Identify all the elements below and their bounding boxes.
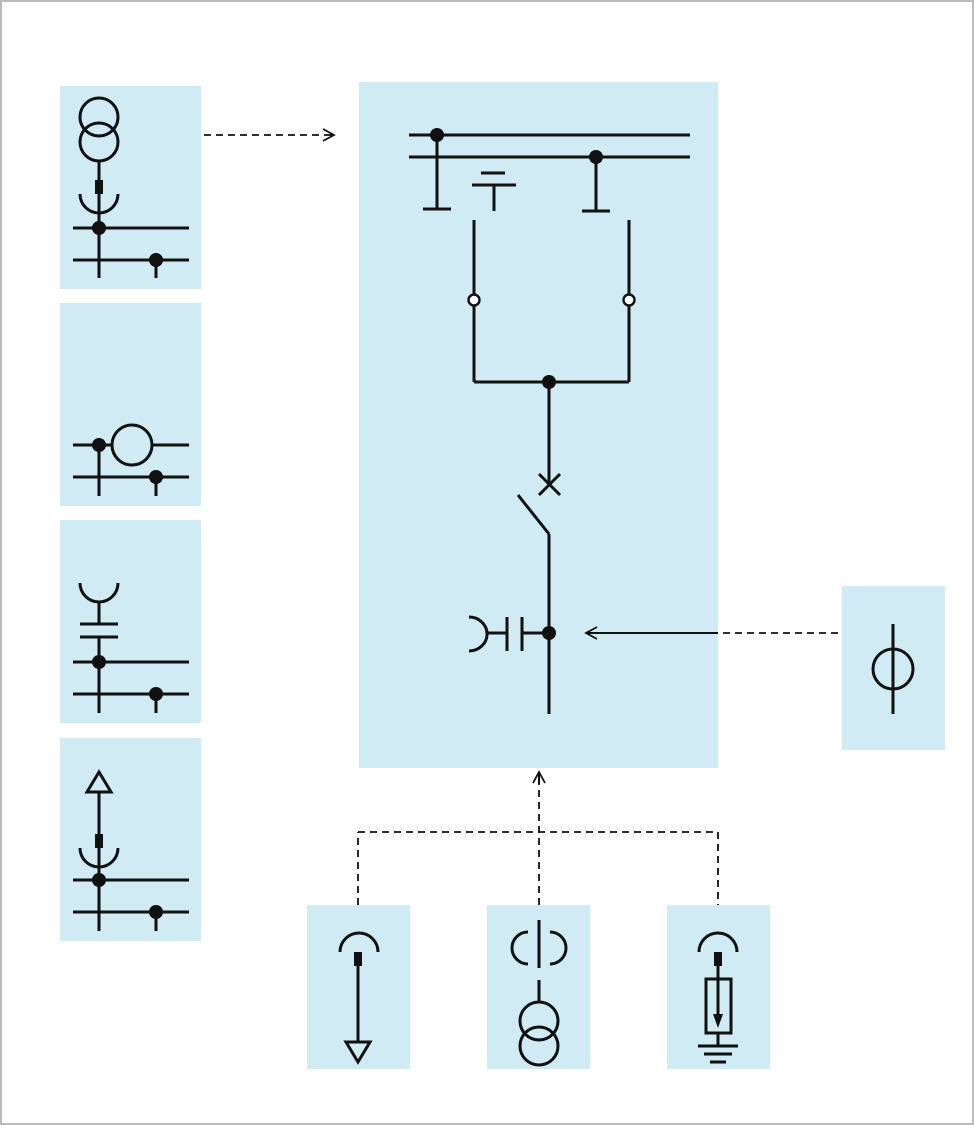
surge-arrester-icon: [343, 966, 373, 1065]
double-busbar-icon: [73, 655, 189, 713]
double-busbar-icon: [73, 212, 189, 278]
feeder-current-transformer-module: [842, 586, 945, 750]
current-transformer-icon: [871, 624, 915, 714]
plug-connector-icon: [697, 931, 739, 966]
voltage-transformer-icon: [518, 980, 560, 1067]
surge-arrester-icon: [84, 769, 114, 834]
voltage-transformer-icon: [78, 96, 120, 180]
earthing-switch-icon: [472, 171, 516, 211]
busbar-capacitive-divider-module: [60, 520, 201, 723]
connector-bottom-modules-to-panel: [357, 770, 719, 905]
cable-connection-icon: [468, 615, 556, 653]
ground-icon: [698, 1044, 738, 1064]
plug-connector-icon: [338, 931, 380, 966]
busbar-current-transformer-module: [60, 303, 201, 506]
plug-connector-icon: [78, 582, 120, 624]
cable-earthed-fuse-module: [667, 905, 770, 1069]
busbar-surge-arrester-module: [60, 738, 201, 941]
fuse-icon: [704, 966, 733, 1046]
double-busbar-icon: [73, 848, 189, 931]
cable-surge-arrester-module: [307, 905, 410, 1069]
circuit-breaker-icon: [516, 382, 562, 714]
busbar-tap-left-icon: [423, 135, 451, 211]
main-panel-background: [359, 82, 718, 768]
double-busbar-icon: [73, 438, 189, 496]
disconnector-icon: [467, 220, 636, 389]
main-panel: [359, 82, 718, 768]
busbar-voltage-transformer-module: [60, 86, 201, 289]
cable-voltage-transformer-module: [487, 905, 590, 1069]
plug-connector-icon: [510, 920, 568, 968]
busbar-tap-right-icon: [582, 157, 610, 213]
